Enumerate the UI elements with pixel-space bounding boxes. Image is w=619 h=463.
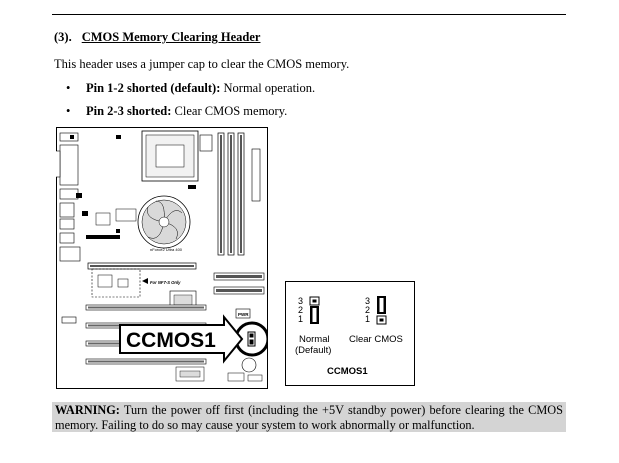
pin-label-1: 1 (298, 314, 303, 324)
bullet-bold: Pin 2-3 shorted: (86, 104, 172, 118)
jumper-setting-figure: 3 2 1 3 2 1 Normal (Default) Clear CMOS … (285, 281, 415, 386)
normal-label: Normal (299, 334, 330, 345)
section-title: CMOS Memory Clearing Header (81, 30, 261, 44)
pin-label-1: 1 (365, 314, 370, 324)
default-label: (Default) (295, 345, 331, 356)
warning-box: WARNING: Turn the power off first (inclu… (52, 402, 566, 432)
section-heading: (3). CMOS Memory Clearing Header (54, 30, 260, 45)
figure-caption: CCMOS1 (327, 366, 368, 377)
list-item: Pin 2-3 shorted: Clear CMOS memory. (66, 103, 315, 126)
chipset-label: nForce2 Ultra 400 (150, 247, 183, 252)
warning-text: Turn the power off first (including the … (55, 403, 563, 432)
bullet-text: Clear CMOS memory. (171, 104, 288, 118)
top-rule (52, 14, 566, 15)
pin-label-2: 2 (298, 305, 303, 315)
list-item: Pin 1-2 shorted (default): Normal operat… (66, 80, 315, 103)
slot-note-1: For NF7-S Only (150, 280, 181, 285)
figure-border (285, 281, 415, 386)
pwr-label: PWR (238, 312, 249, 317)
bullet-bold: Pin 1-2 shorted (default): (86, 81, 221, 95)
bullet-text: Normal operation. (220, 81, 316, 95)
motherboard-diagram: nForce2 Ultra 400 For NF7-S Only PWR For… (56, 127, 268, 389)
warning-label: WARNING: (55, 403, 120, 417)
clear-label: Clear CMOS (349, 334, 403, 345)
section-number: (3). (54, 30, 72, 44)
callout-label: CCMOS1 (126, 329, 216, 352)
pin-setting-list: Pin 1-2 shorted (default): Normal operat… (66, 80, 315, 126)
pin-label-2: 2 (365, 305, 370, 315)
pin-label-3: 3 (365, 296, 370, 306)
callout-arrow (119, 314, 244, 364)
intro-paragraph: This header uses a jumper cap to clear t… (54, 57, 350, 71)
pin-label-3: 3 (298, 296, 303, 306)
